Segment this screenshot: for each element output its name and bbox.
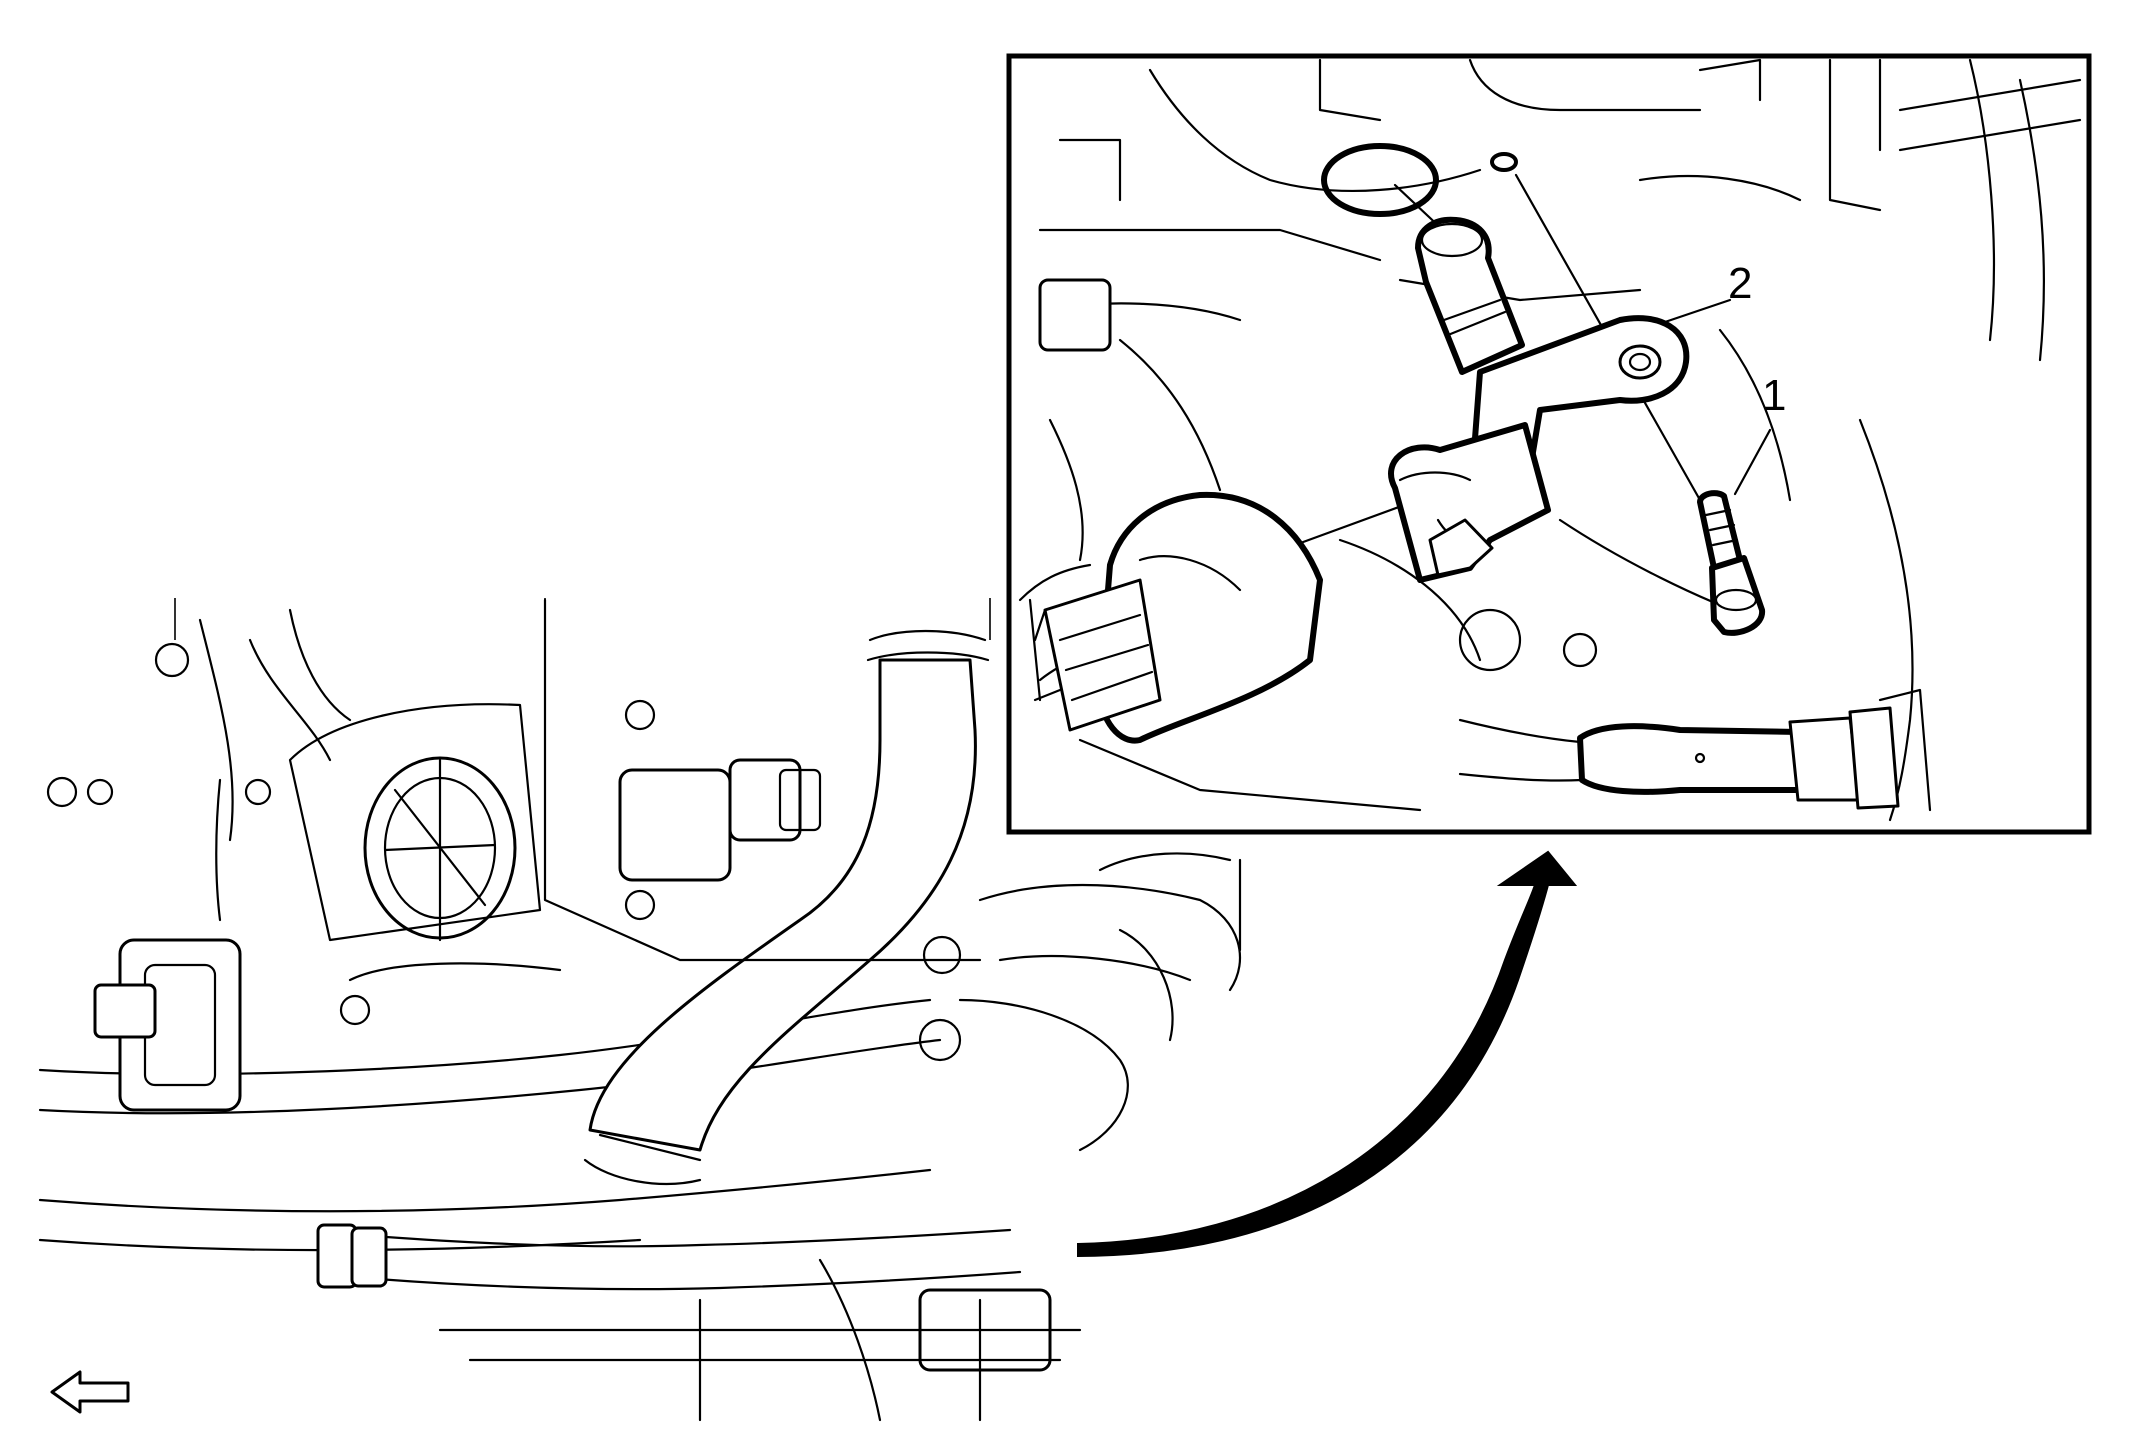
left-arrow-icon xyxy=(50,1370,130,1414)
engine-overview xyxy=(38,598,1242,1422)
bolt-hole xyxy=(1490,152,1518,172)
callout-1-leader xyxy=(1733,428,1772,496)
inset-background xyxy=(1028,58,2082,822)
sensor-bore-seal xyxy=(1321,143,1439,217)
camshaft-position-sensor xyxy=(1388,216,1690,583)
inset-detail: 2 1 xyxy=(1006,53,2092,835)
callout-2: 2 xyxy=(1728,259,1752,308)
callout-1: 1 xyxy=(1762,371,1786,420)
callout-2-leader xyxy=(1663,298,1732,324)
curved-arrow-icon xyxy=(1077,850,1578,1258)
oil-filler-cap xyxy=(363,756,517,942)
harness-connector xyxy=(1018,491,1323,744)
sensor-bolt xyxy=(1697,490,1765,636)
